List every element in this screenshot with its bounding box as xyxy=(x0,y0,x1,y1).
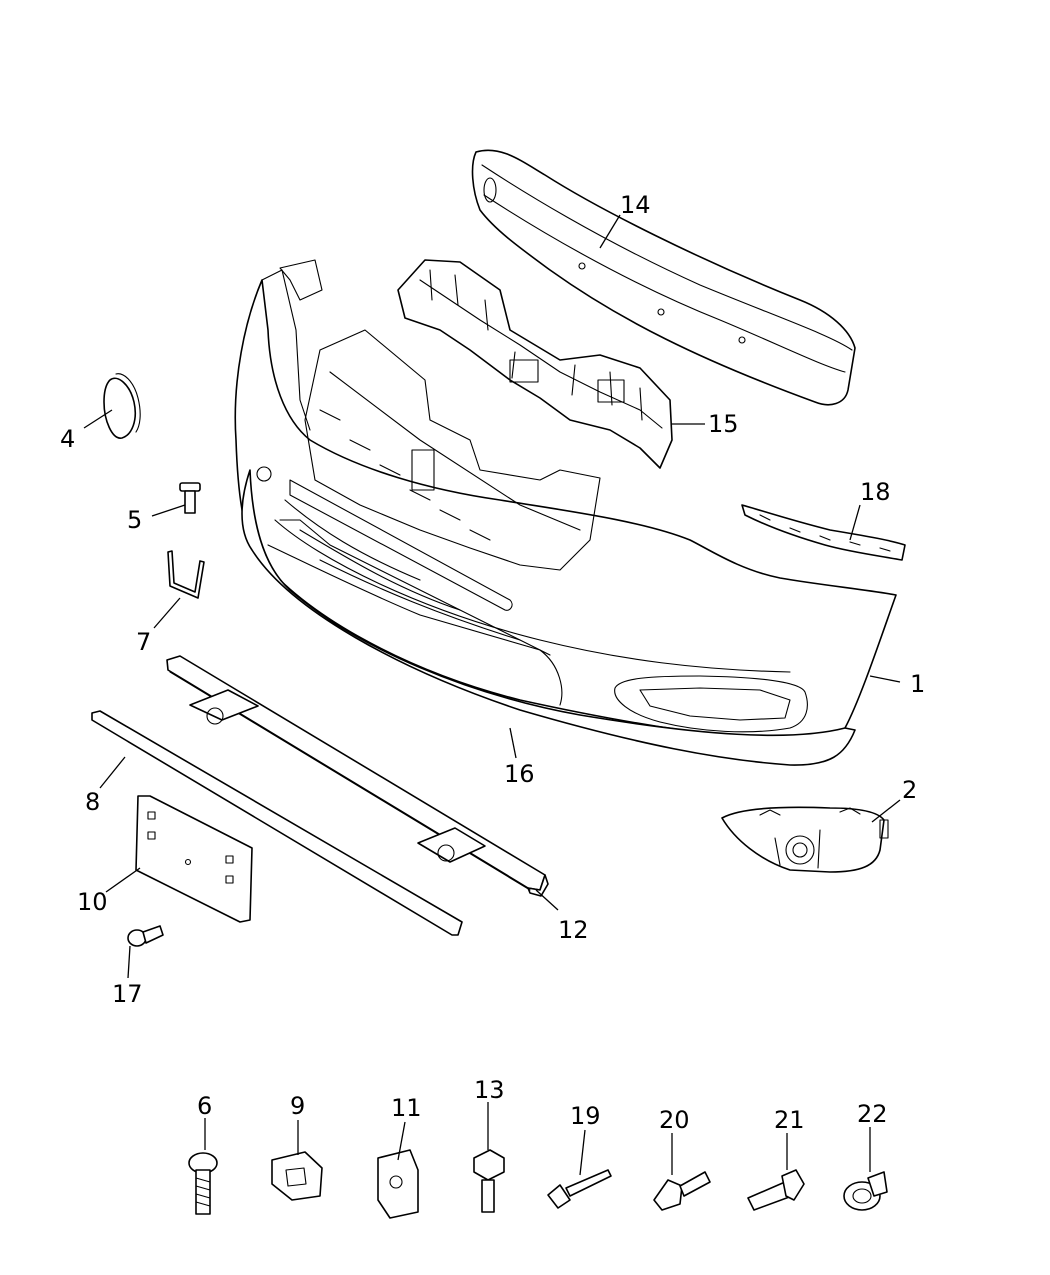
callout-4: 4 xyxy=(60,425,75,453)
callout-17: 17 xyxy=(112,980,143,1008)
callout-6: 6 xyxy=(197,1092,212,1120)
part-2-bezel xyxy=(721,806,889,873)
callout-8: 8 xyxy=(85,788,100,816)
part-19-rivet xyxy=(547,1169,612,1209)
callout-11: 11 xyxy=(391,1094,422,1122)
callout-14: 14 xyxy=(620,191,651,219)
part-20-fastener xyxy=(653,1171,711,1211)
part-6-screw xyxy=(188,1152,218,1215)
part-18-trim xyxy=(741,504,906,561)
part-5-pin xyxy=(179,482,201,514)
part-4-cap xyxy=(103,373,141,439)
part-22-nut xyxy=(843,1171,888,1211)
callout-18: 18 xyxy=(860,478,891,506)
part-17-screw xyxy=(127,925,164,947)
part-9-clip xyxy=(271,1151,323,1201)
callout-9: 9 xyxy=(290,1092,305,1120)
part-21-bolt xyxy=(747,1169,805,1211)
callout-13: 13 xyxy=(474,1076,505,1104)
part-12-rail xyxy=(166,655,549,897)
callout-10: 10 xyxy=(77,888,108,916)
part-7-clip xyxy=(167,550,205,599)
callout-19: 19 xyxy=(570,1102,601,1130)
part-14-absorber xyxy=(471,149,856,406)
callout-22: 22 xyxy=(857,1100,888,1128)
part-15-support xyxy=(397,259,673,469)
callout-20: 20 xyxy=(659,1106,690,1134)
part-10-bracket xyxy=(135,795,253,923)
callout-1: 1 xyxy=(910,670,925,698)
part-8-strip xyxy=(91,710,463,936)
callout-2: 2 xyxy=(902,776,917,804)
callout-21: 21 xyxy=(774,1106,805,1134)
callout-15: 15 xyxy=(708,410,739,438)
callouts: 1 2 4 5 6 7 8 9 10 11 12 13 14 15 16 17 … xyxy=(60,191,925,1134)
leader-lines xyxy=(83,214,901,1176)
part-11-nut xyxy=(377,1149,419,1219)
callout-7: 7 xyxy=(136,628,151,656)
part-13-bolt xyxy=(473,1149,505,1213)
part-1-fascia xyxy=(234,259,897,766)
callout-12: 12 xyxy=(558,916,589,944)
callout-16: 16 xyxy=(504,760,535,788)
callout-5: 5 xyxy=(127,506,142,534)
